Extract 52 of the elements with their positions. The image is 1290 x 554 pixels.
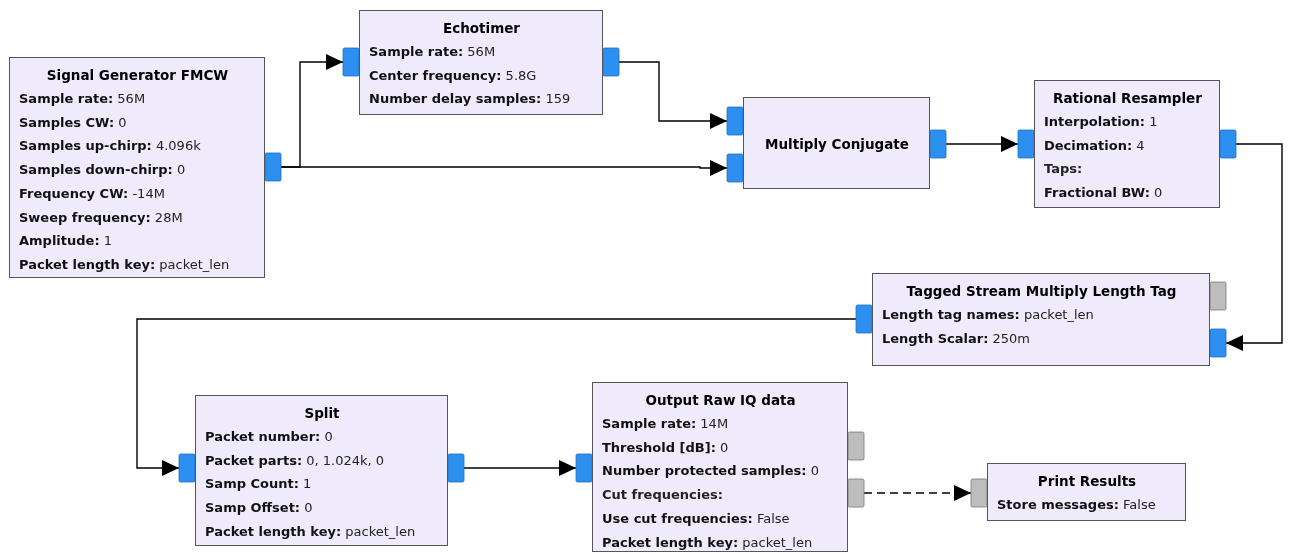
parameter-text: Center frequency: 5.8G xyxy=(369,66,538,85)
block-box xyxy=(592,382,848,552)
parameter-text: Fractional BW: 0 xyxy=(1044,184,1164,203)
parameter-text: Threshold [dB]: 0 xyxy=(602,438,730,457)
parameter-text: Samp Count: 1 xyxy=(205,475,313,494)
block-title: Rational Resampler xyxy=(1052,89,1203,108)
block-box xyxy=(872,273,1210,366)
parameter-text: Packet length key: packet_len xyxy=(19,255,231,274)
block-title: Tagged Stream Multiply Length Tag xyxy=(905,282,1178,301)
parameter-text: Packet length key: packet_len xyxy=(602,533,814,552)
arrow xyxy=(863,485,972,501)
block-title: Print Results xyxy=(1036,472,1138,491)
block-box xyxy=(195,395,448,546)
parameter-text: Amplitude: 1 xyxy=(19,232,114,251)
parameter-text: Packet number: 0 xyxy=(205,428,334,446)
parameter-text: Frequency CW: -14M xyxy=(19,184,166,203)
arrow xyxy=(618,61,728,129)
block-title: Signal Generator FMCW xyxy=(45,66,230,85)
block-title: Split xyxy=(303,404,341,423)
parameter-text: Length tag names: packet_len xyxy=(882,306,1095,324)
block-box xyxy=(9,57,265,278)
block-box xyxy=(987,463,1186,521)
parameter-text: Sample rate: 14M xyxy=(602,415,730,433)
block-title: Output Raw IQ data xyxy=(644,391,797,410)
parameter-text: Cut frequencies: xyxy=(602,486,724,505)
block-box xyxy=(359,10,603,115)
parameter-text: Use cut frequencies: False xyxy=(602,509,791,528)
parameter-text: Samp Offset: 0 xyxy=(205,499,314,518)
arrow xyxy=(463,460,577,476)
parameter-text: Decimation: 4 xyxy=(1044,136,1146,155)
parameter-text: Samples down-chirp: 0 xyxy=(19,161,187,180)
arrow xyxy=(280,160,728,176)
parameter-text: Sample rate: 56M xyxy=(19,90,147,108)
parameter-text: Packet length key: packet_len xyxy=(205,522,417,541)
arrow xyxy=(136,318,857,476)
parameter-text: Sample rate: 56M xyxy=(369,43,497,61)
block-title: Multiply Conjugate xyxy=(764,134,910,154)
arrow xyxy=(1225,143,1283,351)
block-box xyxy=(1034,80,1220,208)
parameter-text: Number delay samples: 159 xyxy=(369,90,572,109)
block-title: Echotimer xyxy=(441,19,522,38)
parameter-text: Sweep frequency: 28M xyxy=(19,208,184,227)
parameter-text: Samples CW: 0 xyxy=(19,113,128,132)
block-box xyxy=(743,97,930,189)
parameter-text: Taps: xyxy=(1044,160,1084,179)
parameter-text: Store messages: False xyxy=(997,496,1157,514)
parameter-text: Packet parts: 0, 1.024k, 0 xyxy=(205,451,386,470)
parameter-text: Samples up-chirp: 4.096k xyxy=(19,137,202,156)
parameter-text: Interpolation: 1 xyxy=(1044,113,1159,131)
parameter-text: Number protected samples: 0 xyxy=(602,462,820,481)
parameter-text: Length Scalar: 250m xyxy=(882,329,1031,348)
arrow xyxy=(945,136,1019,152)
